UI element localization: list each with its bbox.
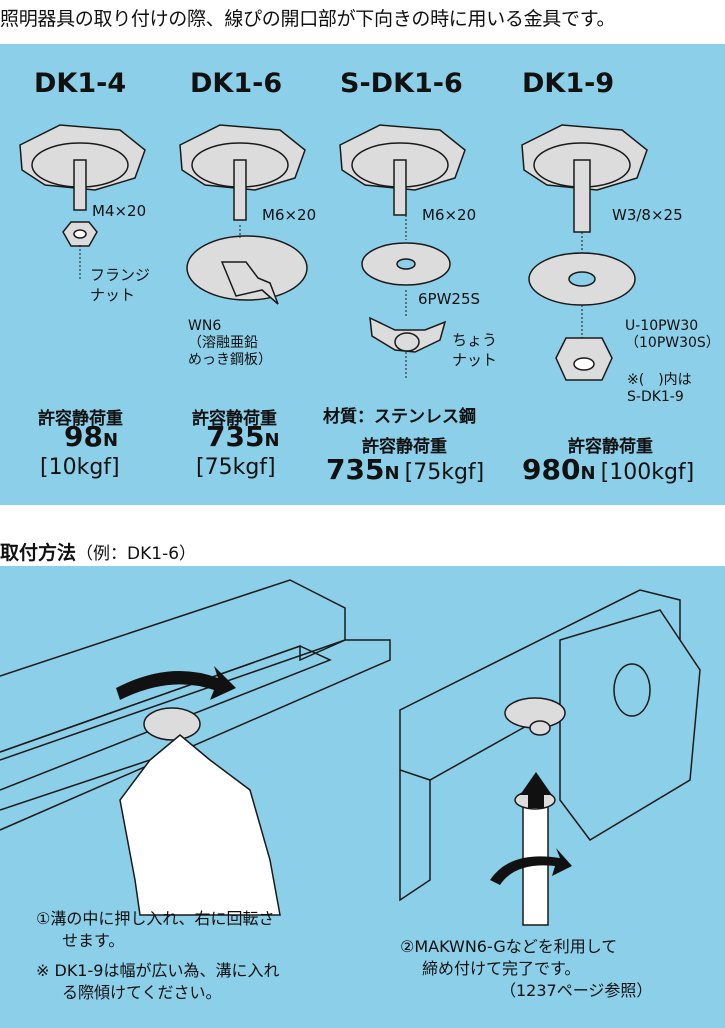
dk1-4-load-unit: N (102, 430, 119, 451)
dk1-6-clip-drawing (179, 124, 308, 305)
s-dk1-6-load-n: 735 (326, 453, 385, 486)
s-dk1-6-part-name: ちょう ナット (452, 330, 497, 370)
dk1-9-clip-drawing (521, 124, 648, 381)
s-dk1-6-bolt-spec: M6×20 (422, 206, 477, 224)
dk1-6-load-value: 735N (206, 420, 280, 453)
step1-note: ※ DK1-9は幅が広い為、溝に入れ る際傾けてください。 (36, 960, 279, 1004)
dk1-6-load-label: 許容静荷重 (192, 409, 277, 429)
dk1-9-note: ※( )内は S-DK1-9 (627, 372, 692, 406)
model-name-dk1-4: DK1-4 (34, 68, 127, 99)
method-example: （例：DK1-6） (76, 544, 197, 564)
step1-note-line-1: ※ DK1-9は幅が広い為、溝に入れ (36, 961, 280, 980)
s-dk1-6-load-kgf: [75kgf] (404, 460, 485, 485)
dk1-6-part-line-3: めっき鋼板） (188, 352, 272, 368)
step1-note-line-2: る際傾けてください。 (62, 983, 222, 1002)
dk1-4-clip-drawing (19, 124, 146, 247)
dk1-9-bolt-spec: W3/8×25 (612, 206, 683, 224)
s-dk1-6-part-line-2: ナット (452, 351, 498, 369)
s-dk1-6-clip-drawing (339, 124, 466, 353)
dk1-6-bolt-spec: M6×20 (262, 206, 317, 224)
model-name-dk1-9: DK1-9 (522, 68, 615, 99)
step1-text: ①溝の中に押し入れ、右に回転さ せます。 (36, 908, 275, 952)
step2-line-3: （1237ページ参照） (500, 981, 653, 1000)
dk1-4-part-name: フランジ ナット (90, 265, 150, 305)
intro-text: 照明器具の取り付けの際、線ぴの開口部が下向きの時に用いる金具です。 (0, 8, 616, 30)
step2-channel-drawing (399, 589, 701, 902)
dk1-4-load-kgf: [10kgf] (40, 455, 120, 480)
dk1-6-load-kgf: [75kgf] (196, 455, 276, 480)
s-dk1-6-load-unit: N (384, 463, 400, 484)
dk1-9-note-line-1: ※( )内は (627, 372, 692, 388)
method-heading: 取付方法（例：DK1-6） (0, 538, 196, 565)
dk1-9-load-unit: N (580, 463, 596, 484)
dk1-9-load-label: 許容静荷重 (568, 437, 653, 457)
step2-line-2: 締め付けて完了です。 (422, 959, 581, 978)
dk1-9-part-name: U-10PW30 （10PW30S） (625, 318, 720, 352)
dk1-6-load-unit: N (264, 430, 280, 451)
step2-line-1: ②MAKWN6-Gなどを利用して (400, 937, 618, 956)
dk1-6-part-line-1: WN6 (188, 318, 222, 334)
step2-text: ②MAKWN6-Gなどを利用して 締め付けて完了です。 （1237ページ参照） (400, 936, 652, 1002)
s-dk1-6-material: 材質：ステンレス鋼 (323, 407, 476, 427)
dk1-4-load-n: 98 (64, 420, 103, 453)
s-dk1-6-part-line-1: ちょう (452, 331, 498, 349)
dk1-6-part-line-2: （溶融亜鉛 (188, 335, 258, 351)
model-name-s-dk1-6: S-DK1-6 (340, 68, 463, 99)
method-title: 取付方法 (0, 542, 77, 564)
dk1-4-load-label: 許容静荷重 (38, 409, 123, 429)
dk1-9-part-line-1: U-10PW30 (625, 318, 699, 334)
s-dk1-6-load-label: 許容静荷重 (362, 437, 447, 457)
dk1-4-part-line-2: ナット (90, 286, 136, 304)
dk1-4-load-value: 98N (64, 420, 118, 453)
rotate-arrows (116, 666, 572, 885)
dk1-4-bolt-spec: M4×20 (92, 202, 147, 220)
dk1-9-load-value: 980N [100kgf] (522, 453, 694, 486)
dk1-6-part-name: WN6 （溶融亜鉛 めっき鋼板） (188, 318, 272, 369)
s-dk1-6-load-value: 735N [75kgf] (326, 453, 484, 486)
step1-line-2: せます。 (62, 931, 125, 950)
step1-line-1: ①溝の中に押し入れ、右に回転さ (36, 909, 275, 928)
s-dk1-6-washer-spec: 6PW25S (418, 290, 481, 308)
step1-hand-drawing (119, 707, 281, 916)
dk1-9-load-kgf: [100kgf] (600, 460, 695, 485)
dk1-9-part-line-2: （10PW30S） (625, 335, 720, 351)
product-illustrations (19, 124, 648, 381)
dk1-9-load-n: 980 (522, 453, 581, 486)
dk1-9-note-line-2: S-DK1-9 (627, 389, 684, 405)
dk1-4-part-line-1: フランジ (90, 266, 151, 284)
dk1-6-load-n: 735 (206, 420, 265, 453)
model-name-dk1-6: DK1-6 (190, 68, 283, 99)
